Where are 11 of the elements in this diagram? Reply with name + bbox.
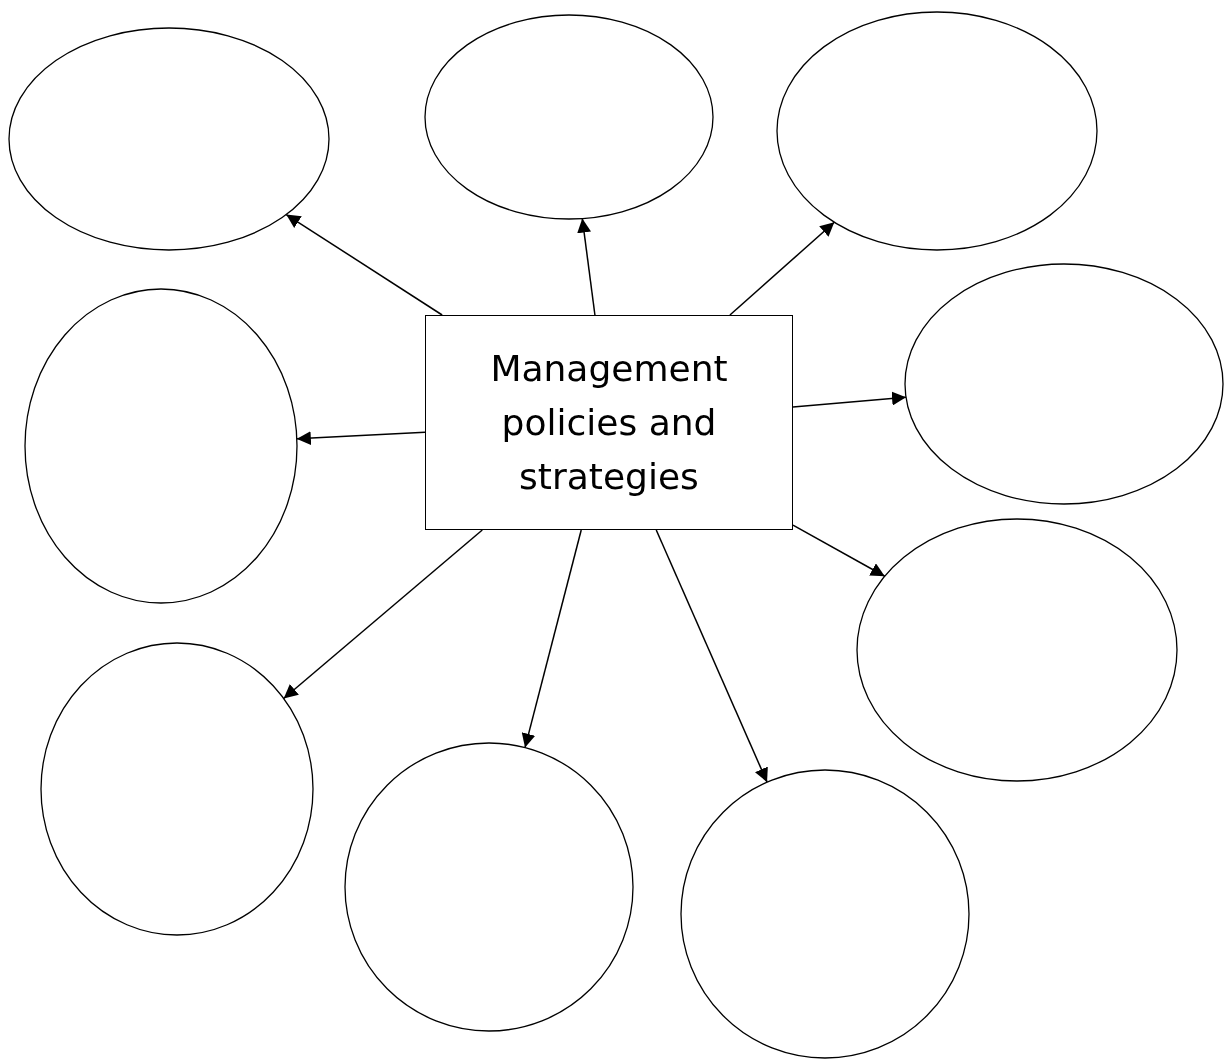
box-text: Management policies and strategies [489,346,729,499]
process-box [425,315,793,530]
arrow [521,529,582,749]
arrow [655,529,768,783]
arrow [577,217,596,316]
arrow [285,213,443,316]
arrow [729,221,836,316]
arrow [792,391,907,408]
arrow [792,524,886,577]
arrow [296,431,426,446]
arrow [282,529,484,700]
